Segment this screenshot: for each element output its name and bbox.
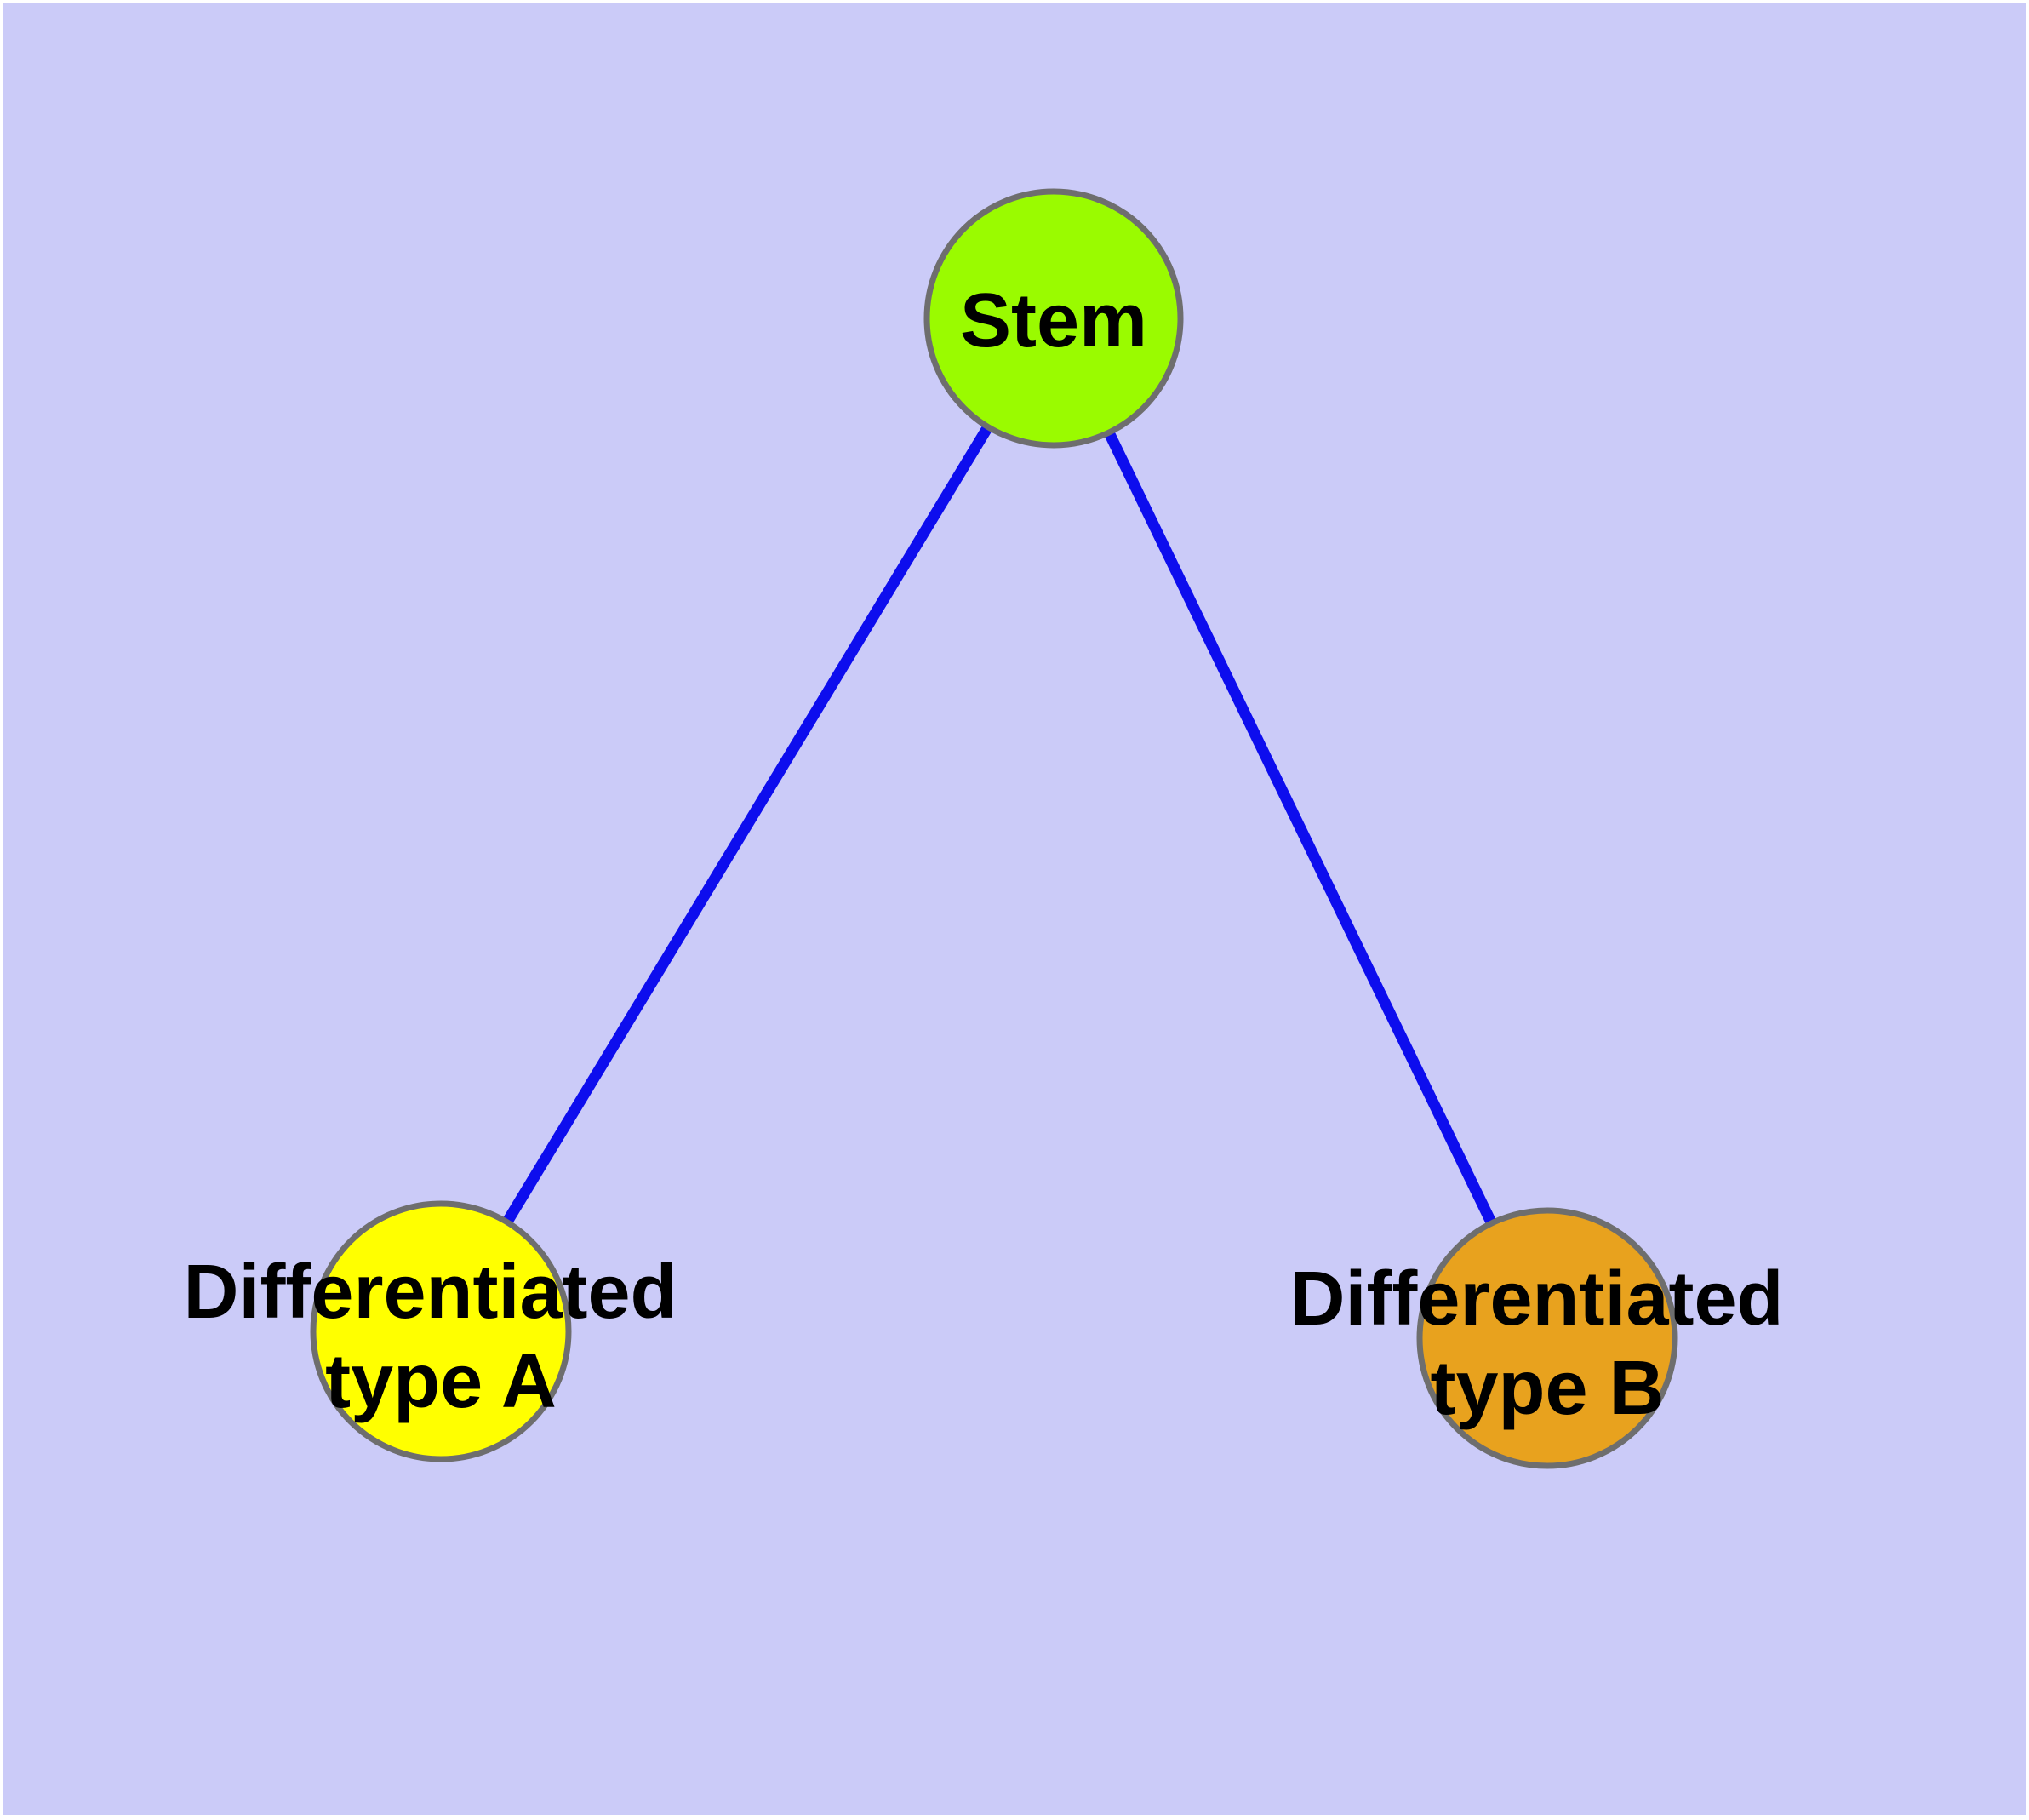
node-stem-label: Stem [960,278,1147,363]
node-differentiated-type-b-label-line-2: type B [1430,1346,1664,1431]
node-differentiated-type-a-label: Differentiated type A [183,1250,698,1424]
node-differentiated-type-a-label-line-2: type A [325,1339,557,1424]
node-differentiated-type-a-label-line-1: Differentiated [183,1250,677,1335]
node-differentiated-type-b-label: Differentiated type B [1289,1256,1804,1431]
edge-stem-to-type-b [1049,316,1552,1341]
node-stem [923,188,1184,449]
edge-stem-to-type-a [436,315,1059,1335]
node-differentiated-type-b-label-line-1: Differentiated [1289,1256,1783,1342]
node-differentiated-type-b [1416,1207,1678,1469]
node-differentiated-type-a [310,1200,572,1462]
